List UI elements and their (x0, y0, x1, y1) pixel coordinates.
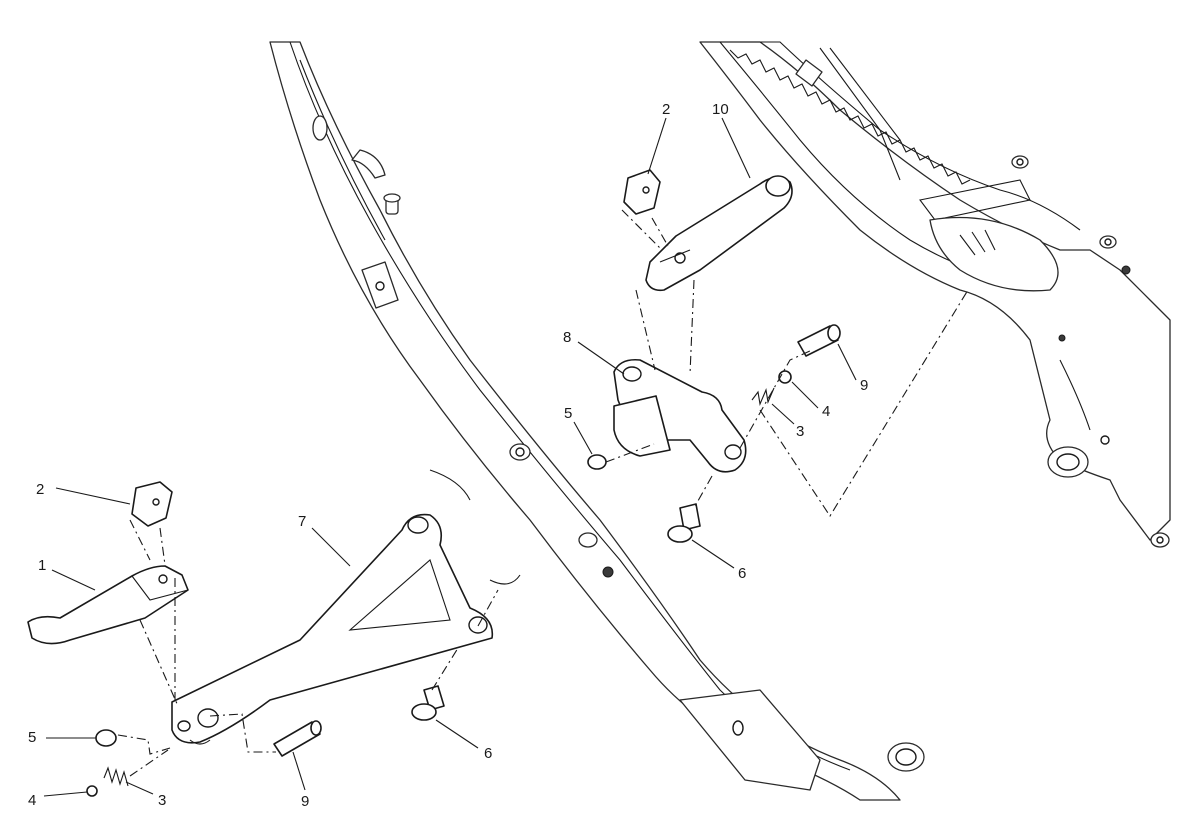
callout-5-left: 5 (28, 729, 36, 746)
snap-ring-part-5 (95, 729, 117, 747)
footpeg-clip-part-2 (131, 481, 173, 527)
callout-1: 1 (38, 557, 46, 574)
left-footpeg-assembly (27, 481, 499, 797)
pivot-pin-part-9 (273, 720, 322, 757)
passenger-bracket-part-8 (613, 358, 747, 473)
snap-ring-part-5 (587, 454, 607, 470)
passenger-footpeg-assembly (587, 169, 969, 543)
callout-labels: 1 2 2 3 3 4 4 5 5 6 6 7 8 9 9 10 (28, 101, 868, 810)
rider-footpeg-part-1 (27, 565, 189, 645)
detent-ball-part-4 (86, 785, 98, 797)
footpeg-clip-part-2 (623, 169, 661, 215)
passenger-footpeg-part-10 (645, 175, 793, 292)
callout-3-left: 3 (158, 792, 166, 809)
motorcycle-frame (269, 41, 1171, 801)
callout-4-right: 4 (822, 403, 830, 420)
callout-2-left: 2 (36, 481, 44, 498)
callout-4-left: 4 (28, 792, 36, 809)
mounting-bolt-part-6 (667, 503, 701, 543)
spring-part-3 (751, 387, 775, 406)
mounting-bolt-part-6 (411, 685, 445, 721)
callout-9-left: 9 (301, 793, 309, 810)
callout-5-right: 5 (564, 405, 572, 422)
callout-6-right: 6 (738, 565, 746, 582)
callout-7: 7 (298, 513, 306, 530)
callout-9-right: 9 (860, 377, 868, 394)
pivot-pin-part-9 (797, 324, 841, 357)
footpeg-bracket-part-7 (171, 513, 494, 745)
spring-part-3 (103, 766, 129, 787)
callout-6-left: 6 (484, 745, 492, 762)
callout-2-right: 2 (662, 101, 670, 118)
callout-leaders (43, 117, 857, 797)
callout-8: 8 (563, 329, 571, 346)
callout-3-right: 3 (796, 423, 804, 440)
detent-ball-part-4 (778, 370, 792, 384)
callout-10: 10 (712, 101, 729, 118)
